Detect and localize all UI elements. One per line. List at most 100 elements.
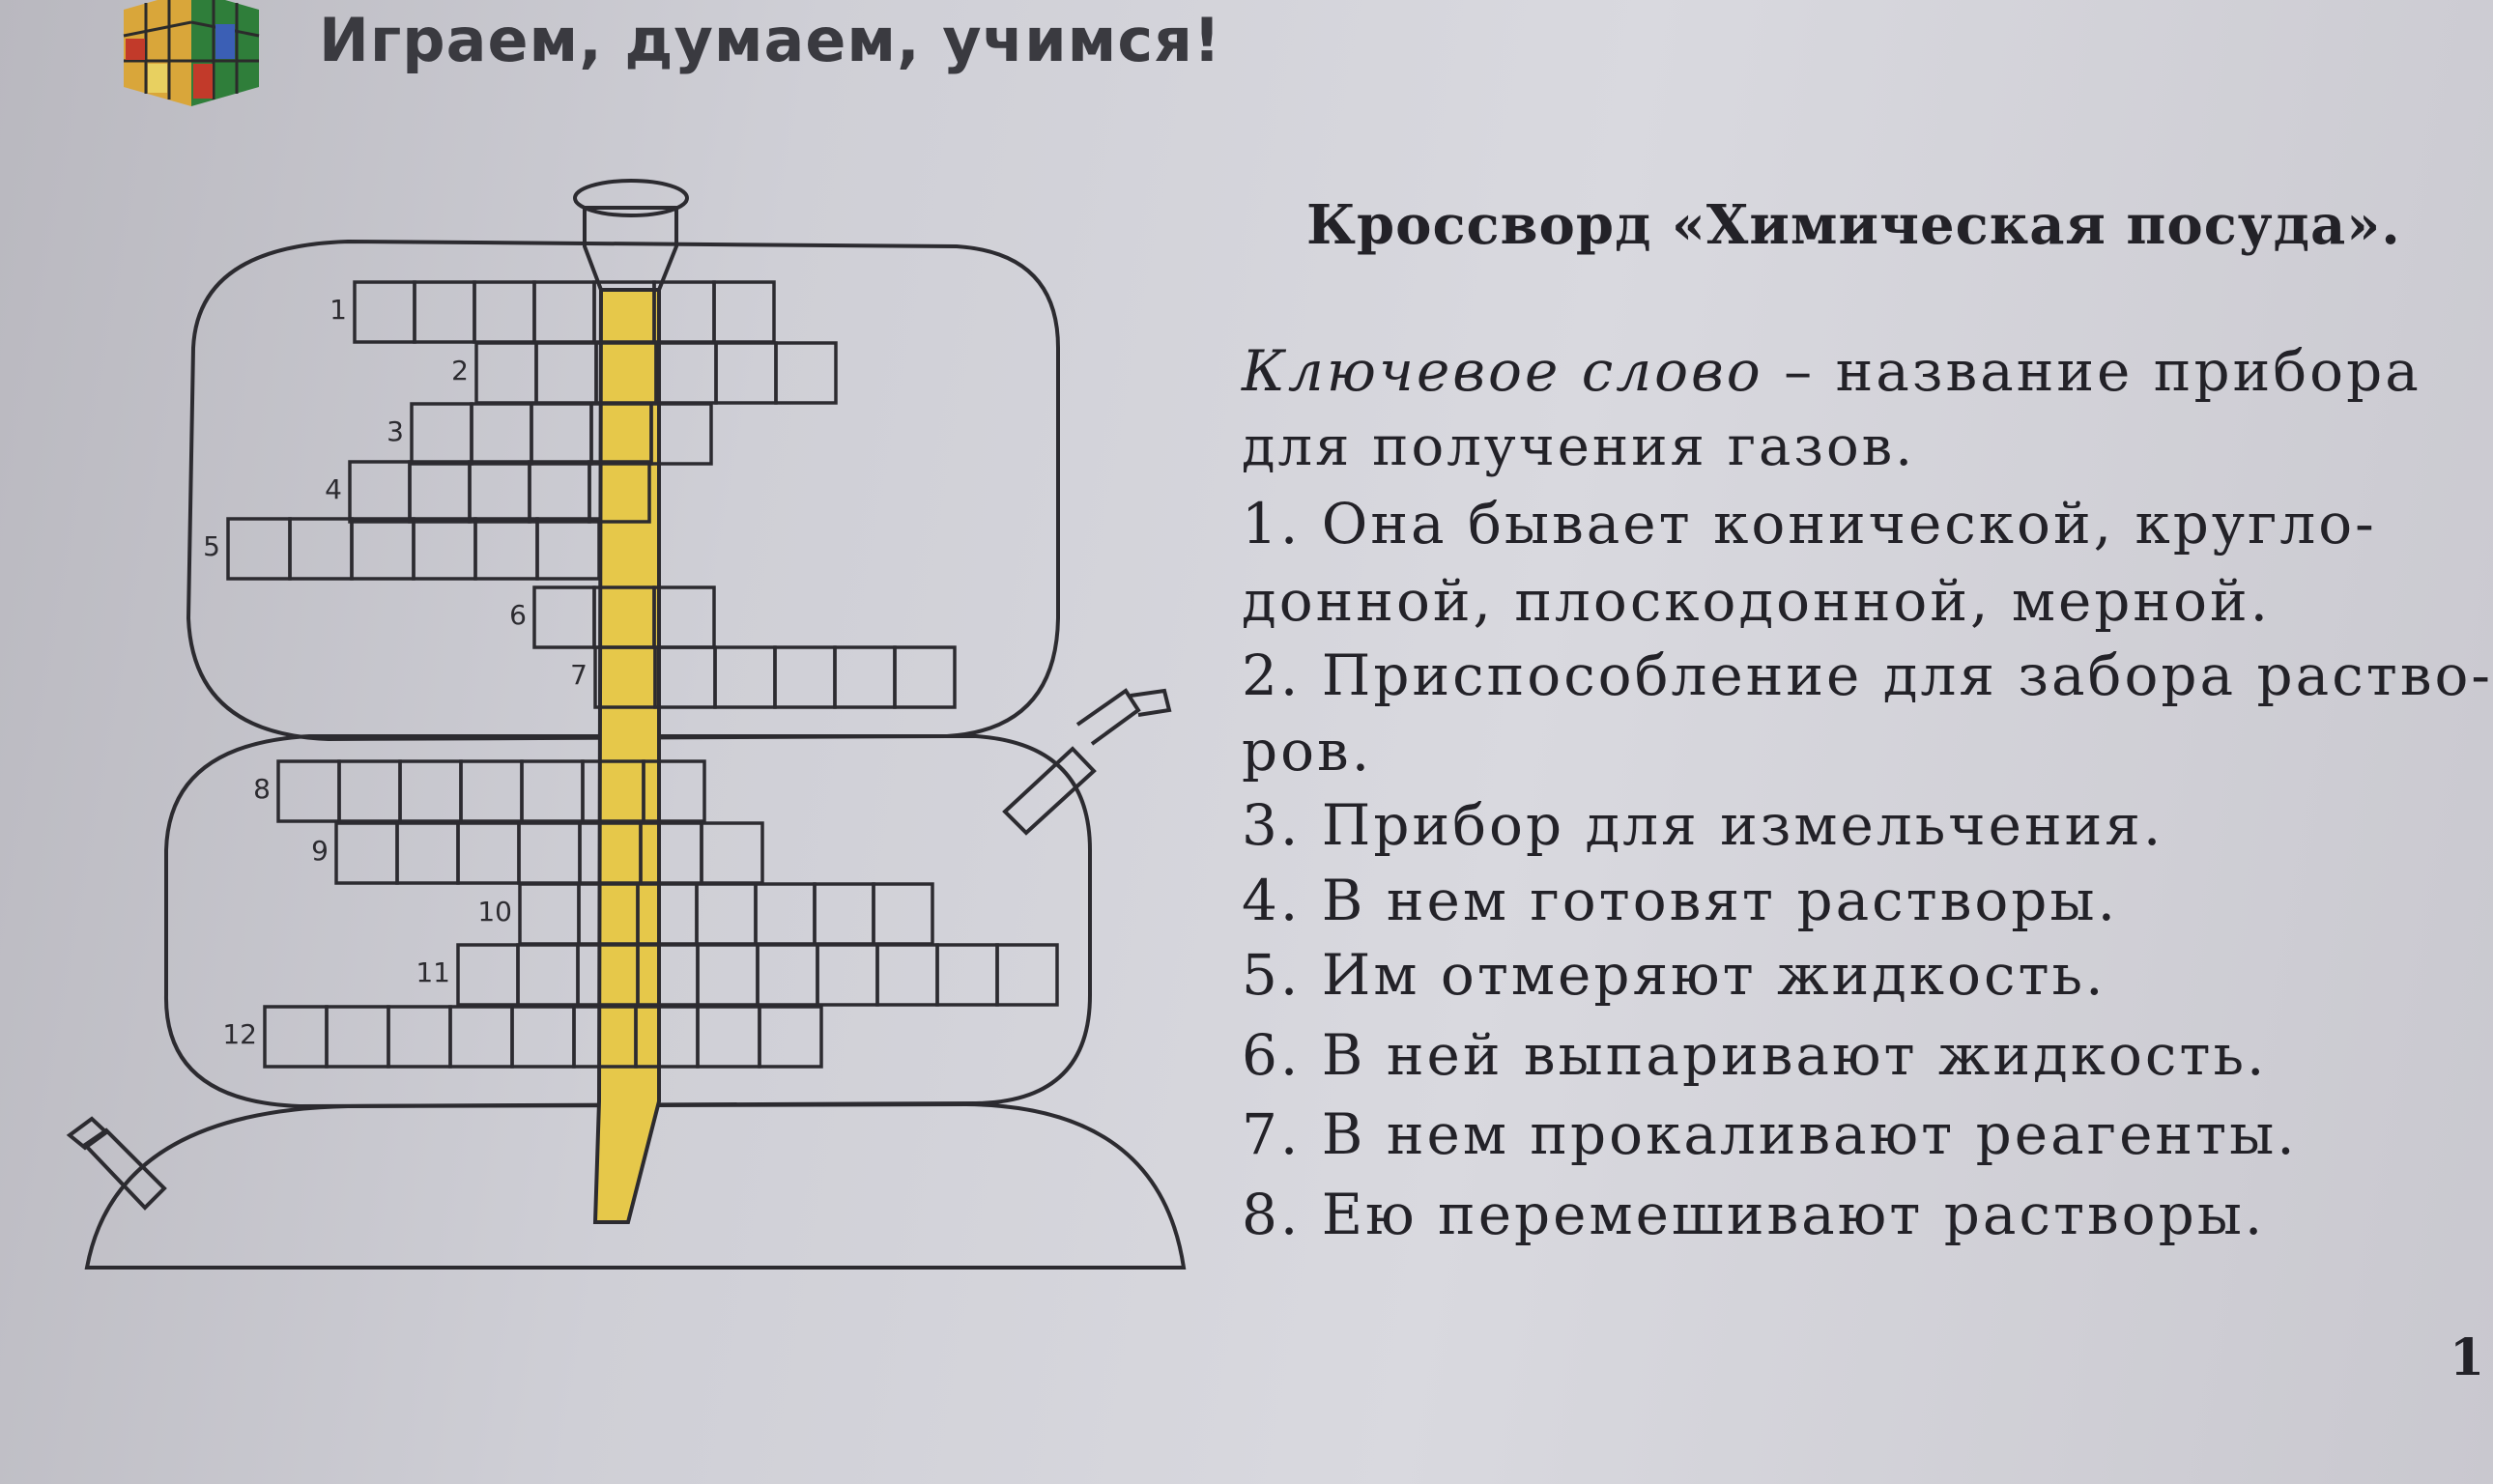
crossword-cell[interactable]: [459, 759, 524, 823]
rubiks-cube-icon: [123, 0, 260, 106]
crossword-cell[interactable]: [532, 585, 596, 649]
crossword-cell[interactable]: [535, 517, 601, 581]
keyword-continuation: для получения газов.: [1242, 415, 1915, 478]
row-number-label: 4: [325, 473, 342, 505]
crossword-cell[interactable]: [413, 280, 476, 344]
row-number-label: 2: [451, 355, 469, 386]
crossword-cell[interactable]: [649, 402, 713, 466]
crossword-cell[interactable]: [654, 341, 718, 405]
row-number-label: 9: [311, 835, 329, 867]
crossword-cell[interactable]: [713, 645, 777, 709]
crossword-cell[interactable]: [714, 341, 778, 405]
crossword-cell[interactable]: [516, 943, 580, 1007]
crossword-cell[interactable]: [758, 1005, 823, 1069]
clue-line: 5. Им отмеряют жидкость.: [1242, 942, 2106, 1008]
crossword-cell[interactable]: [226, 517, 292, 581]
crossword-cell[interactable]: [517, 821, 582, 885]
crossword-cell[interactable]: [473, 280, 536, 344]
crossword-cell[interactable]: [712, 280, 776, 344]
crossword-cell[interactable]: [456, 821, 521, 885]
crossword-cell[interactable]: [470, 402, 533, 466]
crossword-cell[interactable]: [587, 460, 651, 524]
crossword-cell[interactable]: [695, 882, 758, 946]
clue-line: 4. В нем готовят растворы.: [1242, 868, 2119, 933]
crossword-cell[interactable]: [652, 585, 716, 649]
row-number-label: 1: [330, 294, 347, 326]
crossword-cell[interactable]: [813, 882, 875, 946]
crossword-cell[interactable]: [468, 460, 531, 524]
keyword-description: Ключевое слово – название прибора: [1242, 338, 2474, 404]
crossword-cell[interactable]: [398, 759, 463, 823]
crossword-cell[interactable]: [530, 402, 593, 466]
crossword-cell[interactable]: [410, 402, 473, 466]
crossword-cell[interactable]: [642, 759, 706, 823]
crossword-cell[interactable]: [528, 460, 591, 524]
crossword-cell[interactable]: [288, 517, 354, 581]
crossword-cell[interactable]: [276, 759, 341, 823]
crossword-cell[interactable]: [474, 341, 538, 405]
row-number-label: 3: [387, 415, 404, 447]
crossword-cell[interactable]: [653, 645, 717, 709]
row-number-label: 8: [253, 773, 271, 805]
crossword-cell[interactable]: [995, 943, 1059, 1007]
crossword-cell[interactable]: [773, 645, 837, 709]
row-number-label: 5: [203, 530, 220, 562]
clue-line: 1. Она бывает конической, кругло-: [1242, 491, 2377, 556]
crossword-cell[interactable]: [652, 280, 716, 344]
crossword-cell[interactable]: [353, 280, 416, 344]
crossword-cell[interactable]: [350, 517, 416, 581]
row-number-label: 6: [509, 599, 527, 631]
crossword-cell[interactable]: [872, 882, 934, 946]
flask-upper-outline: [186, 239, 1060, 742]
clue-line: 3. Прибор для измельчения.: [1242, 792, 2164, 858]
clue-line: донной, плоскодонной, мерной.: [1242, 568, 2272, 634]
crossword-cell[interactable]: [520, 759, 585, 823]
clue-line: 8. Ею перемешивают растворы.: [1242, 1182, 2266, 1247]
key-column: [592, 288, 661, 1224]
keyword-text: – название прибора: [1762, 338, 2421, 404]
page-number: 1: [2450, 1328, 2485, 1387]
clue-line: ров.: [1242, 718, 1373, 784]
crossword-cell[interactable]: [325, 1005, 390, 1069]
crossword-cell[interactable]: [700, 821, 764, 885]
crossword-cell[interactable]: [473, 517, 539, 581]
crossword-cell[interactable]: [875, 943, 939, 1007]
crossword-cell[interactable]: [448, 1005, 514, 1069]
crossword-cell[interactable]: [696, 1005, 761, 1069]
flask-middle-outline: [163, 734, 1092, 1109]
crossword-cell[interactable]: [518, 882, 581, 946]
crossword-cell[interactable]: [534, 341, 598, 405]
clue-line: 2. Приспособление для забора раство-: [1242, 642, 2493, 708]
bottom-valve: [81, 1127, 167, 1211]
crossword-cell[interactable]: [935, 943, 999, 1007]
crossword-cell[interactable]: [532, 280, 596, 344]
crossword-cell[interactable]: [754, 882, 817, 946]
crossword-cell[interactable]: [510, 1005, 576, 1069]
crossword-cell[interactable]: [408, 460, 472, 524]
crossword-cell[interactable]: [334, 821, 399, 885]
row-number-label: 7: [570, 659, 587, 691]
crossword-cell[interactable]: [395, 821, 460, 885]
crossword-cell[interactable]: [337, 759, 402, 823]
crossword-cell[interactable]: [833, 645, 897, 709]
crossword-cell[interactable]: [774, 341, 838, 405]
clue-line: 6. В ней выпаривают жидкость.: [1242, 1022, 2268, 1088]
clue-line: 7. В нем прокаливают реагенты.: [1242, 1101, 2298, 1167]
crossword-cell[interactable]: [412, 517, 477, 581]
row-number-label: 12: [222, 1018, 257, 1050]
crossword-cell[interactable]: [387, 1005, 452, 1069]
crossword-cell[interactable]: [756, 943, 819, 1007]
keyword-label: Ключевое слово: [1242, 338, 1763, 404]
row-number-label: 11: [416, 956, 450, 988]
puzzle-title: Кроссворд «Химическая посуда».: [1306, 193, 2401, 257]
section-title: Играем, думаем, учимся!: [319, 5, 1222, 75]
crossword-cell[interactable]: [263, 1005, 329, 1069]
crossword-cell[interactable]: [893, 645, 957, 709]
side-tube: [1002, 746, 1097, 836]
row-number-label: 10: [477, 896, 512, 928]
crossword-cell[interactable]: [456, 943, 520, 1007]
crossword-cell[interactable]: [816, 943, 879, 1007]
crossword-cell[interactable]: [696, 943, 759, 1007]
crossword-cell[interactable]: [348, 460, 412, 524]
